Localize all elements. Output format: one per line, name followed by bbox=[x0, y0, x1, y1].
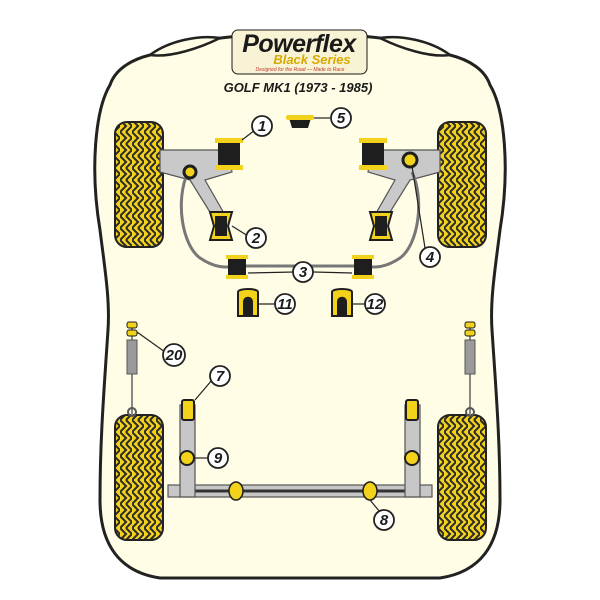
logo-brand: Powerflex bbox=[242, 30, 357, 58]
bushing-7-right bbox=[405, 399, 419, 421]
callout-3: 3 bbox=[292, 261, 314, 283]
bushing-1 bbox=[215, 138, 243, 170]
svg-text:12: 12 bbox=[367, 296, 384, 313]
bushing-3-left bbox=[226, 255, 248, 279]
bushing-9 bbox=[179, 450, 195, 466]
bushing-2 bbox=[208, 211, 234, 241]
svg-text:7: 7 bbox=[216, 368, 225, 385]
arb-end-bush-left bbox=[182, 164, 198, 180]
bushing-2-right bbox=[368, 211, 394, 241]
svg-text:3: 3 bbox=[299, 264, 308, 281]
rear-shock-left bbox=[126, 321, 138, 417]
rear-shock-right bbox=[464, 321, 476, 417]
svg-text:8: 8 bbox=[380, 512, 389, 529]
svg-text:4: 4 bbox=[425, 249, 435, 266]
front-right-tyre bbox=[437, 121, 487, 248]
bushing-5 bbox=[286, 115, 314, 128]
bushing-4 bbox=[401, 151, 419, 169]
svg-text:9: 9 bbox=[214, 450, 223, 467]
leader-lines bbox=[136, 117, 426, 513]
bushing-7 bbox=[181, 399, 195, 421]
callout-7: 7 bbox=[209, 365, 231, 387]
callout-12: 12 bbox=[364, 293, 386, 315]
left-mirror bbox=[146, 35, 225, 57]
front-left-tyre bbox=[114, 121, 164, 248]
callout-1: 1 bbox=[251, 115, 273, 137]
callout-11: 11 bbox=[274, 293, 296, 315]
svg-text:2: 2 bbox=[251, 230, 261, 247]
svg-text:5: 5 bbox=[337, 110, 346, 127]
bushing-8 bbox=[362, 481, 378, 501]
bushing-11 bbox=[237, 288, 259, 317]
callout-2: 2 bbox=[245, 227, 267, 249]
rear-right-tyre bbox=[437, 414, 487, 541]
callout-5: 5 bbox=[330, 107, 352, 129]
bushing-8-left bbox=[228, 481, 244, 501]
logo-tagline: Designed for the Road — Made to Race bbox=[256, 67, 345, 73]
model-title: GOLF MK1 (1973 - 1985) bbox=[224, 80, 373, 95]
callout-4: 4 bbox=[419, 246, 441, 268]
callout-9: 9 bbox=[207, 447, 229, 469]
rear-left-tyre bbox=[114, 414, 164, 541]
logo-series: Black Series bbox=[273, 52, 350, 67]
callout-20: 20 bbox=[162, 343, 186, 367]
svg-text:20: 20 bbox=[165, 347, 183, 364]
powerflex-logo: Powerflex Black Series Designed for the … bbox=[231, 29, 368, 75]
right-mirror bbox=[375, 35, 454, 57]
bushing-12 bbox=[331, 288, 353, 317]
svg-text:11: 11 bbox=[277, 296, 293, 313]
bushing-1-right bbox=[359, 138, 387, 170]
bushing-3-right bbox=[352, 255, 374, 279]
bushing-9-right bbox=[404, 450, 420, 466]
svg-text:1: 1 bbox=[258, 118, 266, 135]
callout-8: 8 bbox=[373, 509, 395, 531]
